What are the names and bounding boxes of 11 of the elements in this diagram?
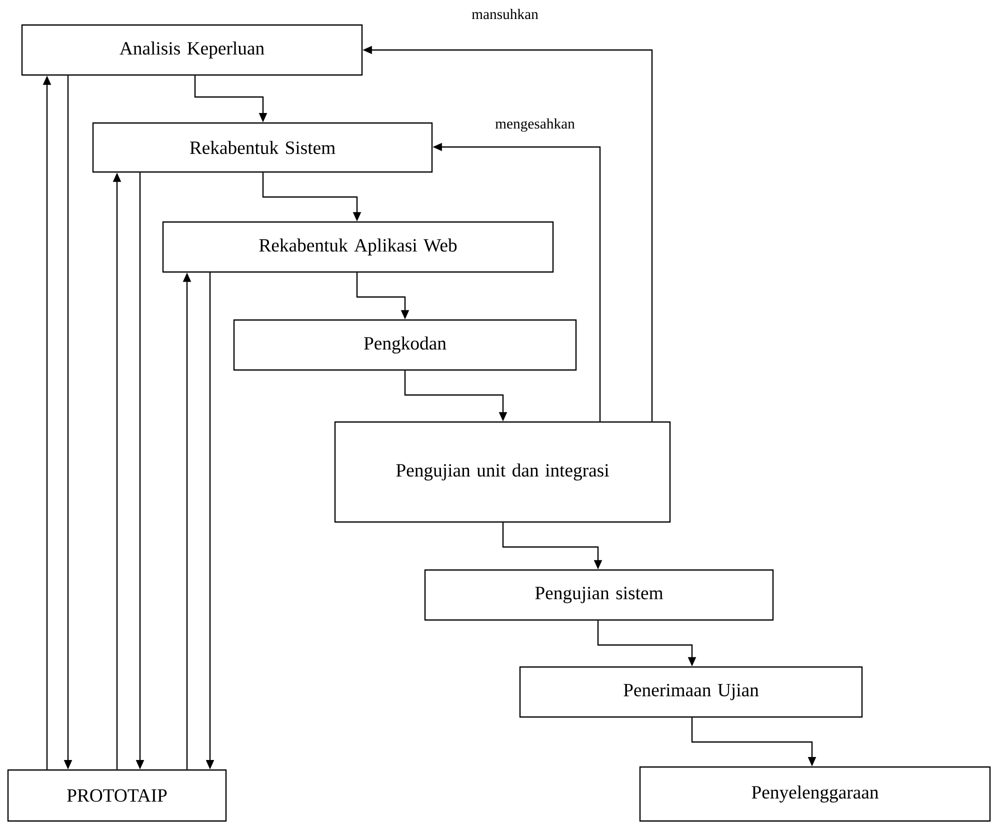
edge-label: mengesahkan [494,117,576,133]
process-box: Pengujian sistem [424,569,774,621]
process-box: Rekabentuk Aplikasi Web [162,221,554,273]
process-box: Penerimaan Ujian [519,666,863,718]
process-box: Pengkodan [233,319,577,371]
edge-label: mansuhkan [470,8,540,20]
process-box: Rekabentuk Sistem [92,122,433,173]
process-box: Analisis Keperluan [21,24,363,76]
process-box: Pengujian unit dan integrasi [334,421,671,523]
process-box: PROTOTAIP [7,769,227,822]
process-box: Penyelenggaraan [639,766,991,822]
